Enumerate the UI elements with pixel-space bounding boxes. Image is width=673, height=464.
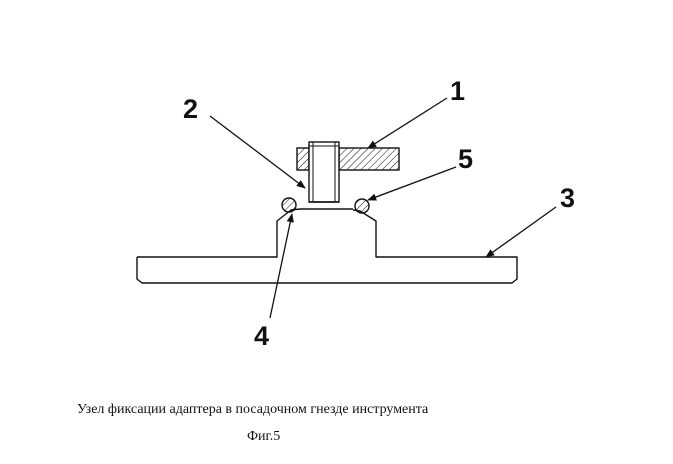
nut-hatched-left [296,147,310,171]
threaded-stud [308,141,340,203]
nut-hatched-right [338,147,400,171]
leader-3 [485,206,557,258]
callout-3: 3 [560,183,575,213]
callout-5: 5 [458,144,473,174]
seal-ring-right [354,198,370,214]
leader-1 [367,97,448,149]
leader-4 [269,213,294,319]
figure-number: Фиг.5 [247,429,281,444]
callout-1: 1 [450,76,465,106]
leader-2 [209,115,306,189]
base-body [136,208,518,284]
figure-caption: Узел фиксации адаптера в посадочном гнез… [77,402,429,417]
seal-ring-left [281,197,297,213]
callout-2: 2 [183,94,198,124]
callout-4: 4 [254,321,269,351]
leader-5 [367,166,457,201]
